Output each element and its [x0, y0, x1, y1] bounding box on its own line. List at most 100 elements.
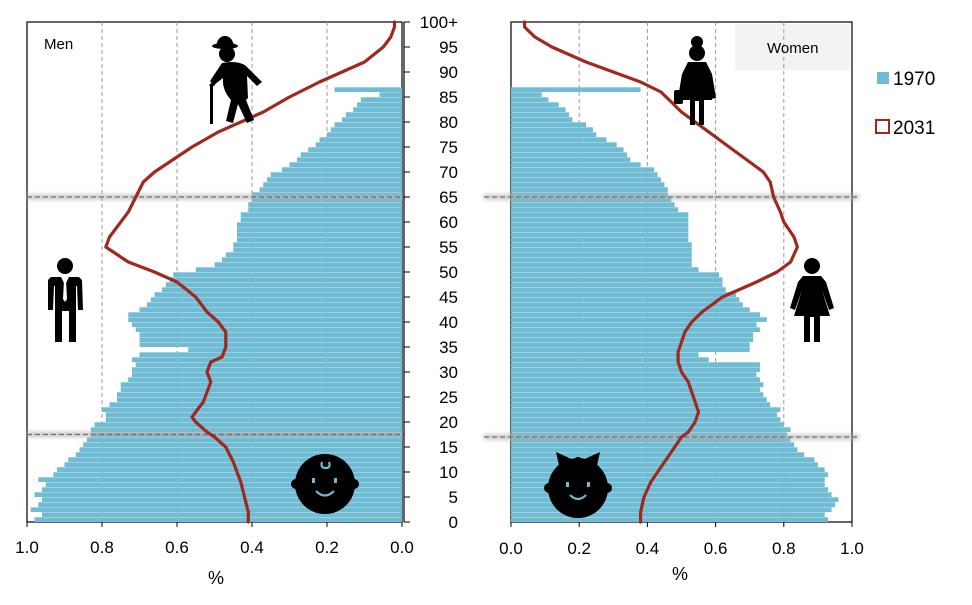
men-bar-1970 [139, 307, 402, 312]
men-threshold-lines [27, 194, 404, 437]
women-bar-1970 [511, 482, 825, 487]
women-bar-1970 [511, 302, 743, 307]
men-bar-1970 [154, 292, 402, 297]
men-bar-1970 [357, 102, 402, 107]
women-bar-1970 [511, 277, 723, 282]
women-bar-1970 [511, 427, 791, 432]
women-bar-1970 [511, 272, 720, 277]
women-bar-1970 [511, 182, 665, 187]
women-bar-1970 [511, 502, 835, 507]
women-bar-1970 [511, 397, 767, 402]
women-bar-1970 [511, 187, 668, 192]
men-bar-1970 [150, 297, 402, 302]
men-bar-1970 [109, 402, 402, 407]
women-x-tick-label: 1.0 [840, 539, 864, 558]
men-bar-1970 [128, 312, 402, 317]
women-bar-1970 [511, 337, 754, 342]
men-bar-1970 [240, 217, 402, 222]
men-bar-1970 [353, 107, 402, 112]
women-bar-1970 [511, 122, 587, 127]
women-bar-1970 [511, 497, 839, 502]
women-bar-1970 [511, 357, 709, 362]
men-bar-1970 [42, 487, 402, 492]
women-bar-1970 [511, 457, 815, 462]
men-bar-1970 [132, 372, 402, 377]
women-bar-1970 [511, 287, 726, 292]
men-bar-1970 [38, 477, 402, 482]
men-bar-1970 [83, 442, 402, 447]
age-tick-label: 80 [439, 113, 458, 132]
men-bar-1970 [214, 262, 402, 267]
age-tick-label: 35 [439, 338, 458, 357]
men-bar-1970 [139, 332, 402, 337]
women-bar-1970 [511, 112, 569, 117]
men-bar-1970 [105, 417, 402, 422]
men-bar-1970 [297, 157, 402, 162]
women-bar-1970 [511, 487, 829, 492]
women-bar-1970 [511, 107, 566, 112]
women-bar-1970 [511, 292, 737, 297]
women-bar-1970 [511, 387, 760, 392]
men-bar-1970 [132, 367, 402, 372]
men-bar-1970 [259, 187, 402, 192]
women-bar-1970 [511, 157, 631, 162]
women-bar-1970 [511, 197, 672, 202]
women-x-tick-label: 0.0 [499, 539, 523, 558]
age-axis: 0510152025303540455055606570758085909510… [403, 13, 458, 532]
men-bar-1970 [120, 382, 402, 387]
age-tick-label: 55 [439, 238, 458, 257]
men-bar-1970 [147, 302, 402, 307]
men-bar-1970 [34, 492, 402, 497]
women-bar-1970 [511, 242, 692, 247]
women-bar-1970 [511, 367, 760, 372]
men-bar-1970 [139, 337, 402, 342]
women-bar-1970 [511, 507, 832, 512]
women-bar-1970 [511, 382, 764, 387]
women-bar-1970 [511, 262, 692, 267]
men-bar-1970 [267, 177, 402, 182]
age-tick-label: 10 [439, 463, 458, 482]
men-bar-1970 [105, 412, 402, 417]
men-bar-1970 [237, 237, 402, 242]
men-bar-1970 [38, 502, 402, 507]
men-bar-1970 [300, 152, 402, 157]
men-bar-1970 [165, 282, 402, 287]
age-tick-label: 100+ [420, 13, 458, 32]
women-bar-1970 [511, 152, 627, 157]
women-bar-1970 [511, 332, 754, 337]
age-tick-label: 45 [439, 288, 458, 307]
women-bar-1970 [511, 227, 689, 232]
men-bar-1970 [53, 472, 402, 477]
age-tick-label: 0 [449, 513, 458, 532]
men-bar-1970 [57, 467, 402, 472]
women-line-2031 [523, 20, 799, 524]
men-bar-1970 [128, 377, 402, 382]
women-bar-1970 [511, 147, 624, 152]
men-bar-1970 [233, 247, 402, 252]
age-tick-label: 90 [439, 63, 458, 82]
men-bar-1970 [79, 447, 402, 452]
age-tick-label: 15 [439, 438, 458, 457]
age-tick-label: 30 [439, 363, 458, 382]
men-bar-1970 [102, 407, 402, 412]
women-bar-1970 [511, 257, 692, 262]
women-bar-1970 [511, 102, 559, 107]
men-bar-1970 [252, 197, 402, 202]
age-tick-label: 65 [439, 188, 458, 207]
men-bars-1970 [30, 87, 402, 522]
legend-label-2031: 2031 [893, 118, 935, 139]
women-bar-1970 [511, 167, 655, 172]
women-bar-1970 [511, 92, 542, 97]
women-bar-1970 [511, 312, 760, 317]
women-bar-1970 [511, 137, 607, 142]
men-bar-1970 [42, 512, 402, 517]
men-bar-1970 [68, 457, 402, 462]
men-bar-1970 [308, 147, 402, 152]
men-x-tick-label: 0.2 [315, 538, 339, 557]
women-x-tick-label: 0.8 [772, 539, 796, 558]
elderly-man-icon [209, 36, 262, 124]
men-bar-1970 [225, 252, 402, 257]
